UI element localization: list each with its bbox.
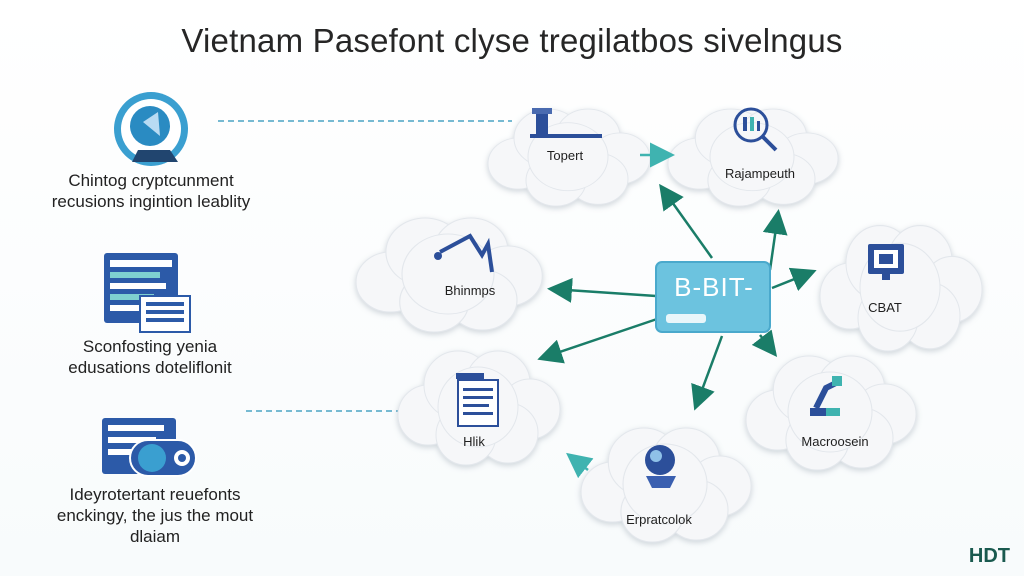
search-document-icon (733, 107, 778, 152)
caption-line: recusions ingintion leablity (51, 192, 251, 211)
caption-line: enckingy, the jus the mout (56, 506, 254, 525)
monitor-device-icon (868, 244, 904, 280)
node-label-macroosein: Macroosein (801, 434, 869, 449)
arrow-to-macroosein (751, 329, 778, 357)
node-label-rajampeuth: Rajampeuth (724, 166, 796, 181)
caption-line: Sconfosting yenia (82, 337, 218, 356)
server-stand-icon (530, 108, 602, 138)
text-document-icon (456, 373, 499, 427)
node-label-cbat: CBAT (868, 300, 902, 315)
caption-line: Chintog cryptcunment (68, 171, 234, 190)
caption-line: Ideyrotertant reuefonts (69, 485, 241, 504)
globe-hand-icon (645, 445, 676, 488)
caption-line: edusations doteliflonit (68, 358, 232, 377)
card-reader-icon (102, 418, 197, 477)
arrow-to-rajampeuth-2 (762, 209, 788, 271)
arrow-to-bhinmps (547, 277, 657, 303)
document-list-icon (104, 253, 191, 333)
arrow-to-cbat (771, 267, 817, 292)
corner-logo: HDT (968, 545, 1010, 567)
cloud-bhinmps (355, 217, 543, 333)
robotic-arm-icon (810, 376, 842, 416)
node-label-hlik: Hlik (463, 434, 485, 449)
magnifier-badge-icon (114, 92, 188, 166)
hub-device (655, 261, 771, 333)
node-label-bhinmps: Bhinmps (444, 283, 496, 298)
caption-line: dlaiam (129, 527, 181, 546)
arrow-to-hlik (537, 316, 661, 364)
hub-label: B-BIT- (674, 272, 754, 302)
arrow-to-erpratcolok (691, 335, 724, 411)
page-title: Vietnam Pasefont clyse tregilatbos sivel… (181, 22, 843, 59)
chart-trend-icon (434, 233, 494, 273)
arrow-to-rajampeuth (659, 183, 714, 259)
left-panel-caption-1: Chintog cryptcunment recusions ingintion… (40, 170, 262, 212)
left-panel-caption-2: Sconfosting yenia edusations dotelifloni… (50, 336, 250, 378)
node-label-erpratcolok: Erpratcolok (626, 512, 692, 527)
arrow-erpratcolok-to-hlik (566, 452, 594, 479)
node-label-topert: Topert (546, 148, 584, 163)
left-panel-caption-3: Ideyrotertant reuefonts enckingy, the ju… (40, 484, 270, 547)
